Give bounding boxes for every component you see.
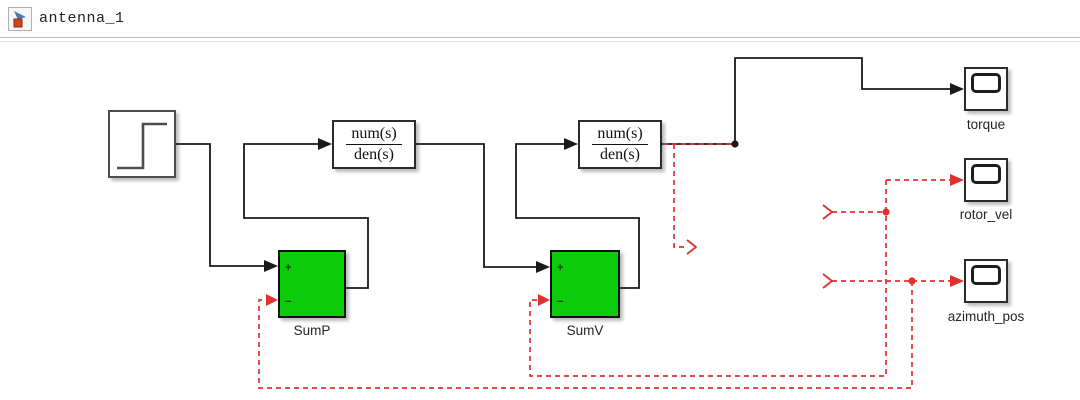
arrowhead-tf1-input [318, 138, 332, 150]
open-arrow-dangling-drop [686, 239, 697, 255]
black-junction-dot [731, 140, 739, 148]
transfer-fcn-1-denominator: den(s) [354, 146, 394, 163]
torque-scope-block[interactable] [964, 67, 1008, 111]
arrowhead-azimuth-scope-input [950, 275, 964, 287]
arrowhead-rotor-scope-input [950, 174, 964, 186]
red-open-arrow-ends [686, 204, 833, 289]
sumv-block-label: SumV [566, 323, 604, 338]
sump-block[interactable]: + − [278, 250, 346, 318]
arrowhead-sump-plus-input [264, 260, 278, 272]
sump-block-label: SumP [293, 323, 331, 338]
arrowhead-torque-input [950, 83, 964, 95]
model-tab[interactable]: antenna_1 [8, 6, 125, 31]
transfer-fcn-2-block[interactable]: num(s) den(s) [578, 120, 662, 169]
wire-tf1-to-sumv [416, 143, 536, 268]
transfer-fcn-1-numerator: num(s) [346, 125, 402, 145]
open-arrow-rotor-stub [822, 204, 833, 220]
tab-bar: antenna_1 [0, 0, 1080, 38]
step-waveform-icon [110, 122, 174, 180]
sump-plus-port-sign: + [285, 262, 292, 274]
step-source-block[interactable] [108, 110, 176, 178]
rotor-vel-scope-block[interactable] [964, 158, 1008, 202]
sump-minus-port-sign: − [285, 296, 292, 308]
red-junction-dot-rotor [882, 208, 890, 216]
sumv-block[interactable]: + − [550, 250, 620, 318]
red-dangling-drop [673, 144, 686, 248]
arrowhead-tf2-input [564, 138, 578, 150]
wire-junction-to-torque [734, 57, 950, 144]
azimuth-pos-scope-label: azimuth_pos [947, 309, 1025, 324]
simulink-model-icon [8, 6, 32, 31]
scope-screen-icon [971, 265, 1001, 285]
wire-step-to-sump [176, 143, 264, 267]
scope-screen-icon [971, 164, 1001, 184]
sumv-minus-port-sign: − [557, 296, 564, 308]
rotor-vel-scope-label: rotor_vel [959, 207, 1013, 222]
arrowhead-sump-minus-input [266, 294, 278, 306]
sumv-plus-port-sign: + [557, 262, 564, 274]
wire-black-arrowheads [264, 83, 964, 273]
transfer-fcn-1-block[interactable]: num(s) den(s) [332, 120, 416, 169]
model-tab-title: antenna_1 [39, 10, 125, 27]
tab-bar-divider [0, 41, 1080, 42]
transfer-fcn-2-denominator: den(s) [600, 146, 640, 163]
arrowhead-sumv-plus-input [536, 261, 550, 273]
azimuth-pos-scope-block[interactable] [964, 259, 1008, 303]
red-junction-dot-azimuth [908, 277, 916, 285]
scope-screen-icon [971, 73, 1001, 93]
transfer-fcn-2-numerator: num(s) [592, 125, 648, 145]
torque-scope-label: torque [966, 117, 1006, 132]
open-arrow-azimuth-stub [822, 273, 833, 289]
arrowhead-sumv-minus-input [538, 294, 550, 306]
